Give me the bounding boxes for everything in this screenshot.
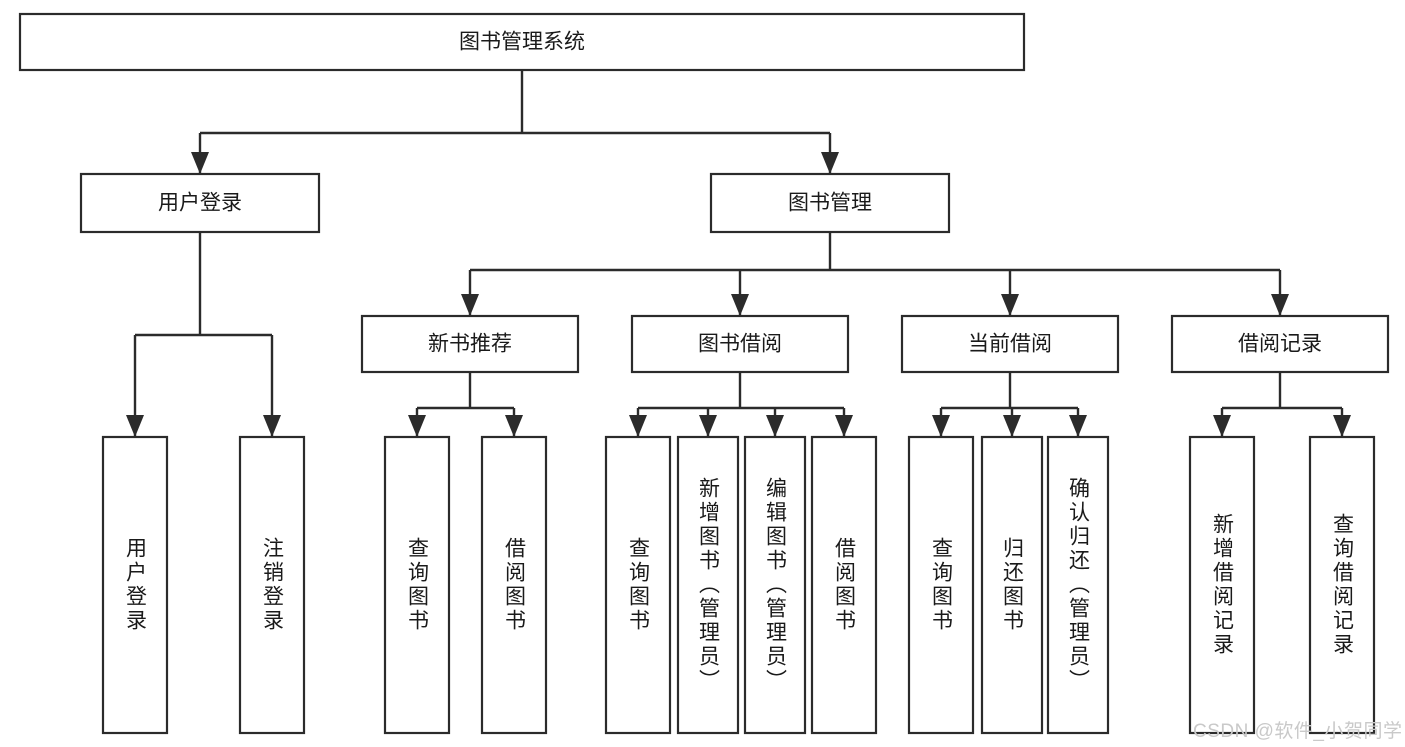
connector-layer: [126, 70, 1351, 437]
node-box-new-book-rec[interactable]: [360, 314, 580, 374]
node-box-leaf-edit-book[interactable]: [743, 435, 807, 735]
node-label-new-book-rec: 新书推荐: [428, 333, 512, 356]
node-box-root[interactable]: [18, 12, 1026, 72]
arrow-head-icon: [505, 415, 523, 437]
arrow-head-icon: [932, 415, 950, 437]
node-box-leaf-query-book-1[interactable]: [383, 435, 451, 735]
arrow-head-icon: [1001, 294, 1019, 316]
arrow-head-icon: [821, 152, 839, 174]
node-box-leaf-return-book[interactable]: [980, 435, 1044, 735]
node-box-leaf-borrow-book-2[interactable]: [810, 435, 878, 735]
node-box-leaf-query-book-3[interactable]: [907, 435, 975, 735]
arrow-head-icon: [191, 152, 209, 174]
csdn-watermark: CSDN @软件_小贺同学: [1193, 721, 1403, 742]
arrow-head-icon: [461, 294, 479, 316]
arrow-head-icon: [1271, 294, 1289, 316]
arrow-head-icon: [408, 415, 426, 437]
arrow-head-icon: [835, 415, 853, 437]
arrow-head-icon: [699, 415, 717, 437]
node-box-layer: [18, 12, 1390, 735]
arrow-head-icon: [1333, 415, 1351, 437]
node-label-root: 图书管理系统: [459, 31, 585, 54]
node-box-leaf-borrow-book-1[interactable]: [480, 435, 548, 735]
arrow-head-icon: [126, 415, 144, 437]
arrow-head-icon: [1003, 415, 1021, 437]
node-box-book-borrow[interactable]: [630, 314, 850, 374]
node-box-borrow-record[interactable]: [1170, 314, 1390, 374]
node-box-user-login[interactable]: [79, 172, 321, 234]
arrow-head-icon: [766, 415, 784, 437]
arrow-head-icon: [629, 415, 647, 437]
node-box-current-borrow[interactable]: [900, 314, 1120, 374]
arrow-head-icon: [731, 294, 749, 316]
node-label-book-manage: 图书管理: [788, 192, 872, 215]
node-box-leaf-query-book-2[interactable]: [604, 435, 672, 735]
node-box-leaf-user-login[interactable]: [101, 435, 169, 735]
node-label-borrow-record: 借阅记录: [1238, 333, 1322, 356]
node-box-book-manage[interactable]: [709, 172, 951, 234]
node-box-leaf-add-book[interactable]: [676, 435, 740, 735]
node-label-current-borrow: 当前借阅: [968, 333, 1052, 356]
node-box-leaf-add-record[interactable]: [1188, 435, 1256, 735]
node-label-book-borrow: 图书借阅: [698, 333, 782, 356]
arrow-head-icon: [1213, 415, 1231, 437]
node-box-leaf-query-record[interactable]: [1308, 435, 1376, 735]
arrow-head-icon: [263, 415, 281, 437]
arrow-head-icon: [1069, 415, 1087, 437]
node-box-leaf-confirm-return[interactable]: [1046, 435, 1110, 735]
node-box-leaf-user-logout[interactable]: [238, 435, 306, 735]
node-label-user-login: 用户登录: [158, 192, 242, 215]
